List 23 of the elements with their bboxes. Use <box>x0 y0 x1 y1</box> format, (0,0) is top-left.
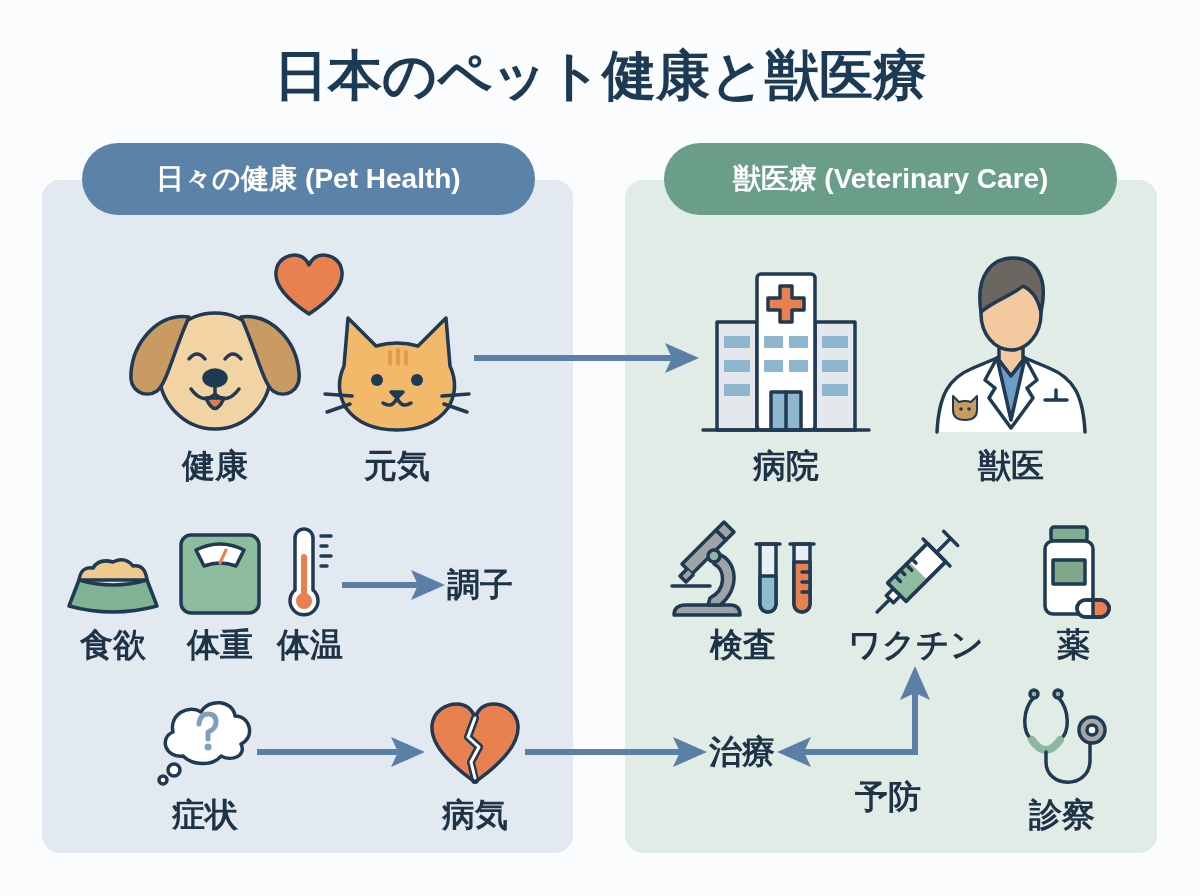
label: 食欲 <box>80 626 146 664</box>
label: 体温 <box>277 626 343 664</box>
label: 体重 <box>187 626 253 664</box>
arrow <box>257 737 425 767</box>
label: 症状 <box>172 796 238 834</box>
label: 健康 <box>182 447 248 485</box>
label: 診察 <box>1029 796 1095 834</box>
arrow <box>777 666 930 767</box>
arrow <box>525 737 707 767</box>
label: 元気 <box>364 447 430 485</box>
label: 病気 <box>442 796 508 834</box>
arrow <box>474 343 699 373</box>
label: 調子 <box>447 566 513 604</box>
label: 獣医 <box>978 447 1044 485</box>
label: 病院 <box>753 447 819 485</box>
arrow <box>342 570 445 600</box>
label: 検査 <box>710 626 776 664</box>
title: 日本のペット健康と獣医療 <box>273 45 927 105</box>
label: ワクチン <box>848 626 984 664</box>
label: 治療 <box>709 733 775 771</box>
section-heading: 獣医療 (Veterinary Care) <box>664 143 1117 215</box>
section-heading: 日々の健康 (Pet Health) <box>82 143 535 215</box>
label: 薬 <box>1056 626 1090 664</box>
